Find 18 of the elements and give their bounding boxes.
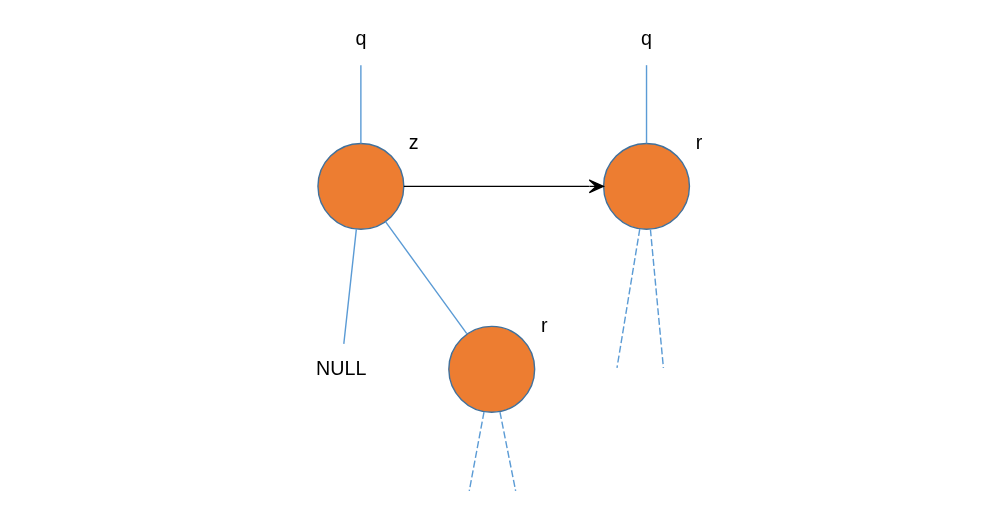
connector — [616, 228, 641, 369]
node-circle — [317, 142, 405, 230]
connector — [499, 411, 517, 492]
arrow — [403, 179, 605, 194]
node-label: z — [408, 130, 419, 153]
node-label: r — [695, 130, 703, 153]
node-label: r — [540, 313, 548, 336]
connector — [343, 228, 358, 345]
connector — [468, 411, 485, 492]
connector — [384, 220, 468, 335]
node-circle — [448, 325, 536, 413]
node-circle — [602, 142, 691, 230]
node-text: q — [641, 26, 653, 49]
node-text: NULL — [316, 356, 367, 379]
connector — [649, 228, 665, 369]
connector — [360, 64, 362, 145]
connector — [645, 64, 648, 145]
node-text: q — [355, 26, 367, 49]
